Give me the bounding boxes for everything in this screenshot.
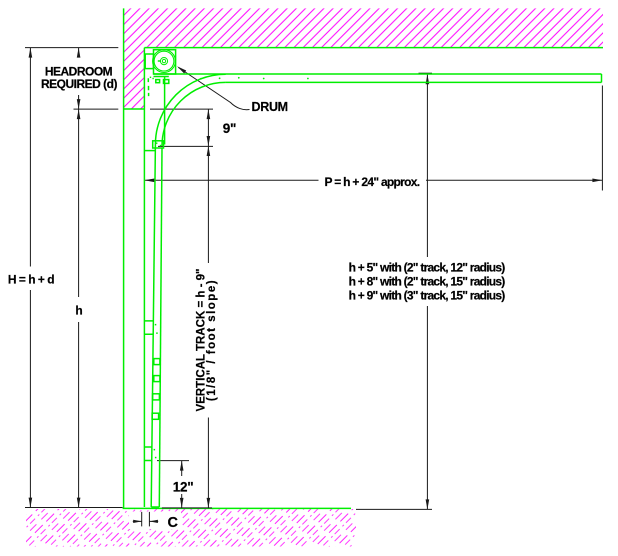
svg-text:(1/8" / foot slope): (1/8" / foot slope) (206, 279, 218, 401)
svg-text:H = h + d: H = h + d (8, 273, 54, 287)
svg-text:REQUIRED (d): REQUIRED (d) (41, 77, 118, 91)
svg-text:VERTICAL TRACK = h - 9": VERTICAL TRACK = h - 9" (196, 269, 208, 412)
svg-text:h + 9" with (3" track, 15" rad: h + 9" with (3" track, 15" radius) (349, 289, 506, 303)
svg-text:h: h (75, 304, 82, 318)
svg-text:h + 8" with (2" track, 15" rad: h + 8" with (2" track, 15" radius) (349, 275, 506, 289)
svg-text:C: C (167, 515, 178, 531)
svg-text:h + 5" with (2" track, 12" rad: h + 5" with (2" track, 12" radius) (349, 261, 506, 275)
svg-text:9": 9" (223, 121, 236, 136)
svg-text:DRUM: DRUM (252, 100, 288, 114)
svg-text:12": 12" (173, 479, 194, 494)
svg-text:HEADROOM: HEADROOM (45, 64, 113, 78)
svg-text:P = h + 24" approx.: P = h + 24" approx. (325, 175, 420, 189)
